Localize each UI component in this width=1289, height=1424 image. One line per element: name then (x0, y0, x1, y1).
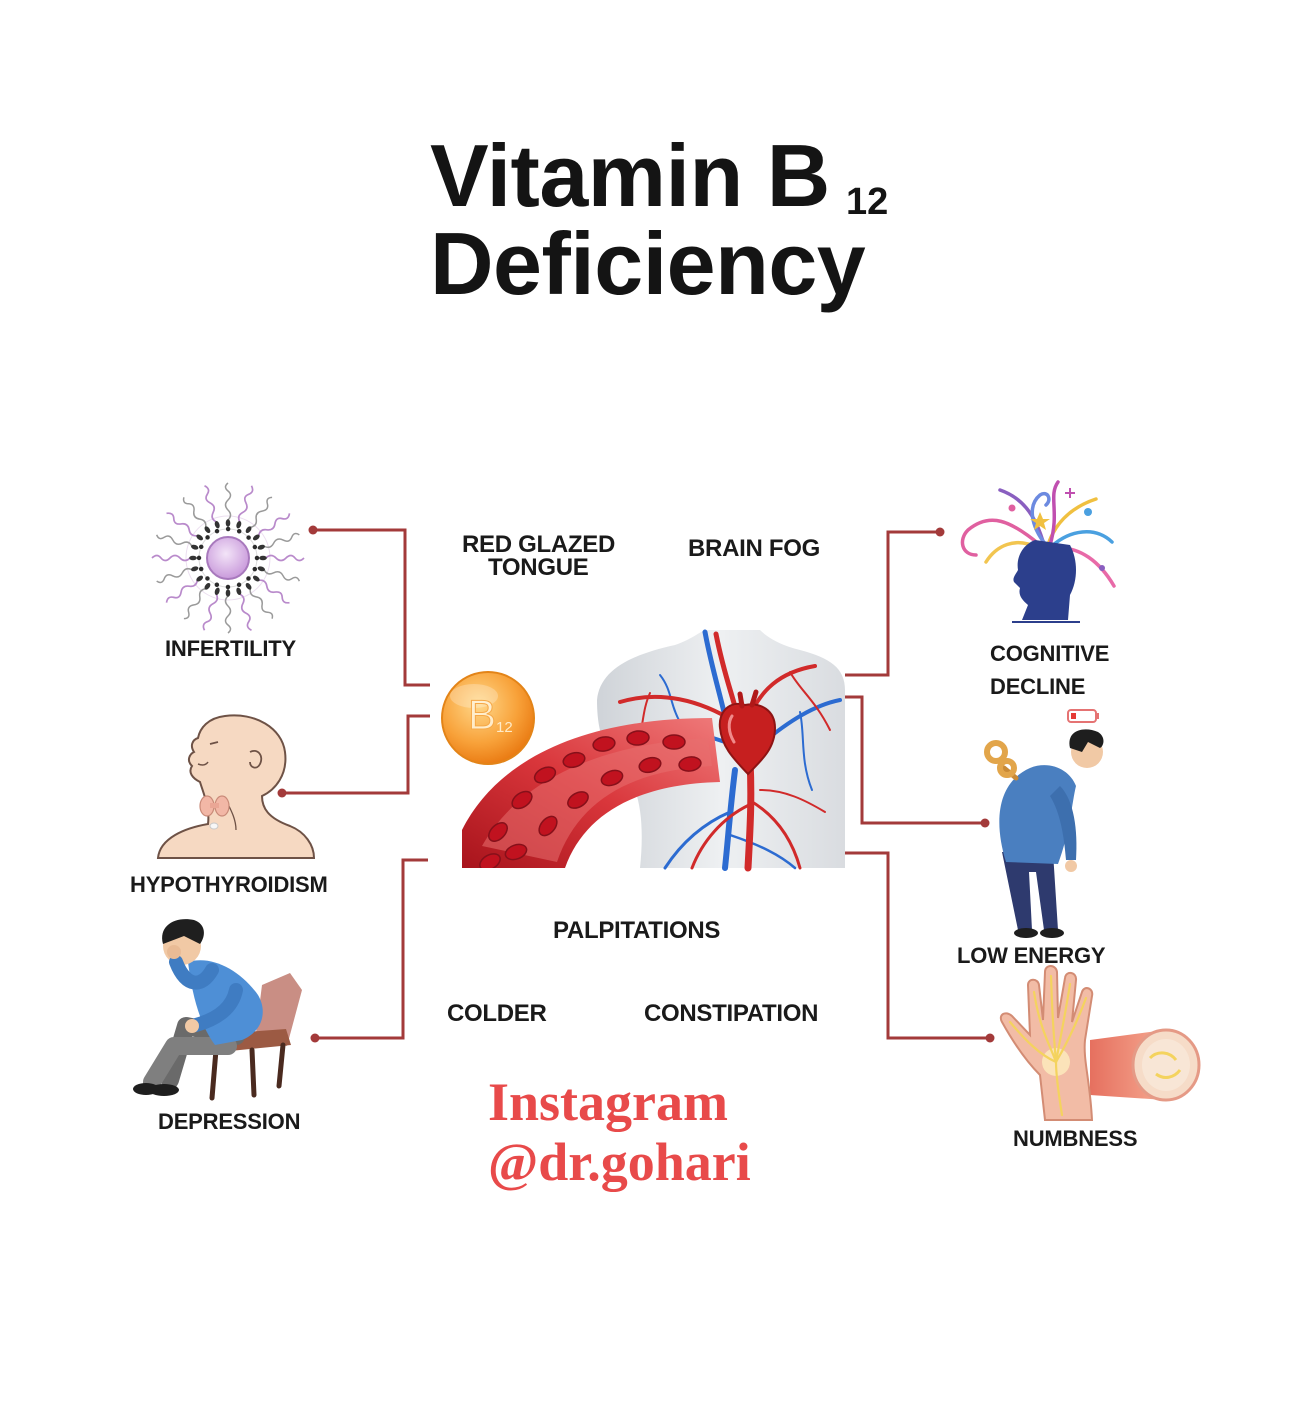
label-cognitive-decline-line-1: COGNITIVE (990, 641, 1110, 666)
connector-low-energy (845, 695, 985, 825)
thyroid-neck-icon (156, 714, 316, 859)
badge-letter: B (468, 691, 496, 738)
connector-depression (315, 858, 428, 1040)
vitamin-b12-capsule-icon: B 12 (441, 671, 535, 765)
connector-hypothyroidism (282, 714, 430, 795)
connector-cognitive-decline (845, 530, 940, 677)
label-infertility: INFERTILITY (165, 636, 297, 661)
label-cognitive-decline-line-2: DECLINE (990, 674, 1086, 699)
label-red-glazed-tongue-line-2: TONGUE (488, 554, 589, 581)
title-line-2: Deficiency (430, 214, 866, 313)
heart-blood-vessels-illustration (462, 629, 845, 872)
sad-person-on-chair-icon (133, 919, 302, 1101)
label-numbness: NUMBNESS (1013, 1126, 1138, 1151)
label-colder: COLDER (447, 1000, 547, 1027)
connector-numbness (845, 851, 990, 1040)
badge-number: 12 (496, 719, 513, 736)
credit-handle: @dr.gohari (488, 1132, 751, 1192)
credit-instagram: Instagram (488, 1072, 728, 1132)
label-low-energy: LOW ENERGY (957, 943, 1106, 968)
title-subscript: 12 (846, 181, 889, 223)
connector-dots (277, 525, 995, 1043)
hand-nerves-icon (999, 965, 1201, 1121)
label-red-glazed-tongue-line-1: RED GLAZED (462, 531, 616, 558)
tired-person-wind-up-key-icon (984, 709, 1104, 938)
connector-infertility (313, 528, 430, 687)
label-depression: DEPRESSION (158, 1109, 301, 1134)
label-palpitations: PALPITATIONS (553, 917, 721, 944)
head-with-sparks-icon (960, 480, 1116, 623)
title-line-1: Vitamin B (430, 126, 830, 225)
connector-lines (282, 528, 990, 1040)
label-brain-fog: BRAIN FOG (688, 535, 820, 562)
label-constipation: CONSTIPATION (644, 1000, 819, 1027)
sperm-egg-icon (151, 482, 305, 634)
label-hypothyroidism: HYPOTHYROIDISM (130, 872, 328, 897)
